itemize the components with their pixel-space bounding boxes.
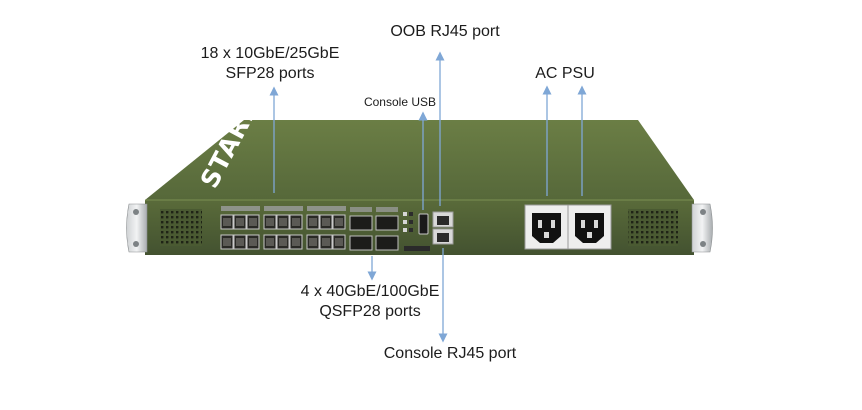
qsfp28-callout-line2: QSFP28 ports	[319, 303, 421, 320]
sfp28-callout-line1: 18 x 10GbE/25GbE	[200, 45, 340, 62]
qsfp28-port	[349, 235, 373, 251]
sfp28-callout: 18 x 10GbE/25GbE SFP28 ports	[170, 44, 370, 84]
psu-2	[567, 204, 612, 250]
qsfp28-callout: 4 x 40GbE/100GbE QSFP28 ports	[270, 282, 470, 322]
console-rj45-callout: Console RJ45 port	[383, 345, 517, 362]
left-vent-grille	[160, 209, 202, 246]
console-usb-port	[418, 213, 429, 235]
status-leds	[403, 212, 413, 232]
qsfp28-port	[349, 215, 373, 231]
right-rack-ear	[691, 203, 713, 253]
qsfp28-callout-line1: 4 x 40GbE/100GbE	[300, 283, 440, 300]
right-vent-grille	[628, 209, 678, 246]
chassis-top	[145, 120, 694, 200]
sfp28-callout-line2: SFP28 ports	[225, 65, 315, 82]
callout-arrows	[269, 51, 587, 343]
left-rack-ear	[126, 203, 148, 253]
sfp28-port-bank	[220, 206, 346, 250]
oob-callout: OOB RJ45 port	[390, 23, 500, 40]
qsfp28-port	[375, 215, 399, 231]
qsfp28-port-bank	[349, 207, 399, 251]
ac-psu-callout: AC PSU	[535, 65, 595, 82]
console-usb-callout: Console USB	[363, 95, 437, 109]
qsfp28-port	[375, 235, 399, 251]
psu-1	[524, 204, 569, 250]
